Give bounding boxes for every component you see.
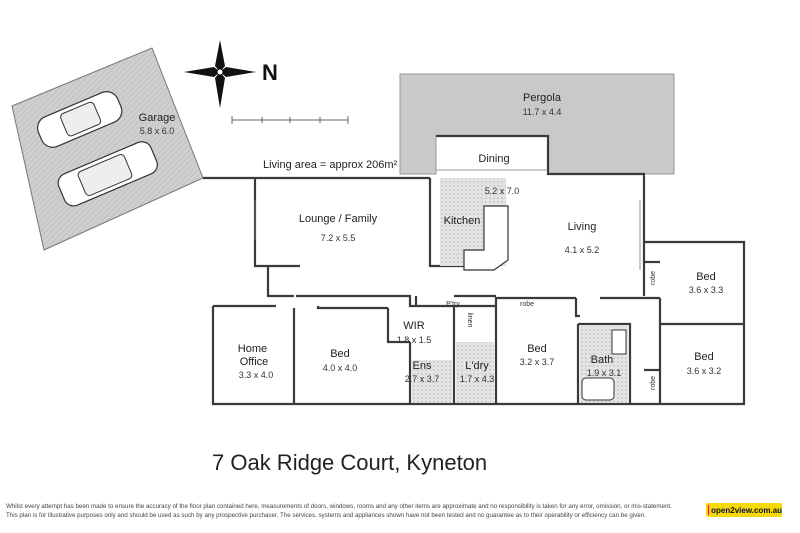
property-address: 7 Oak Ridge Court, Kyneton <box>212 450 488 475</box>
room-bath-name: Bath <box>591 354 614 366</box>
compass-north-label: N <box>262 60 278 85</box>
room-dining-name: Dining <box>478 153 509 165</box>
room-bath-dims: 1.9 x 3.1 <box>587 368 622 378</box>
pergola <box>399 73 675 175</box>
room-wir-name: WIR <box>403 320 424 332</box>
compass-rose-icon <box>184 40 256 108</box>
room-lounge-name: Lounge / Family <box>299 213 378 225</box>
room-pergola-dims: 11.7 x 4.4 <box>523 107 562 117</box>
room-bed-mid-name: Bed <box>527 343 547 355</box>
vanity <box>611 329 627 355</box>
garage <box>11 47 204 251</box>
room-bed-mid-dims: 3.2 x 3.7 <box>520 357 555 367</box>
room-bed-main-name: Bed <box>330 348 350 360</box>
room-bed-ne-name: Bed <box>696 271 716 283</box>
room-living-name: Living <box>568 221 597 233</box>
room-bed-se-name: Bed <box>694 351 714 363</box>
logo-text: open2view.com.au <box>711 505 782 515</box>
room-ens-name: Ens <box>413 360 432 372</box>
disclaimer-line-2: This plan is for illustrative purposes o… <box>6 512 646 519</box>
room-dining-dims: 5.2 x 7.0 <box>485 186 520 196</box>
room-robe-se-name: robe <box>650 376 657 390</box>
room-home-office-line-1: Home <box>238 343 267 355</box>
room-bed-se-dims: 3.6 x 3.2 <box>687 366 722 376</box>
scale-bar <box>231 116 349 124</box>
walls <box>203 134 746 406</box>
disclaimer-line-1: Whilst every attempt has been made to en… <box>6 503 672 510</box>
ldry-floor <box>456 342 494 403</box>
room-pergola-name: Pergola <box>523 92 562 104</box>
living-area-label: Living area = approx 206m² <box>263 159 398 171</box>
room-robe-mid-name: robe <box>520 301 534 308</box>
room-garage-name: Garage <box>139 112 176 124</box>
room-wir-dims: 1.8 x 1.5 <box>397 335 432 345</box>
room-ens-dims: 2.7 x 3.7 <box>405 374 440 384</box>
room-lounge-dims: 7.2 x 5.5 <box>321 233 356 243</box>
room-bed-main-dims: 4.0 x 4.0 <box>323 363 358 373</box>
room-robe-ne-name: robe <box>650 271 657 285</box>
room-home-office-dims: 3.3 x 4.0 <box>239 370 274 380</box>
bathtub <box>581 377 615 401</box>
room-garage-dims: 5.8 x 6.0 <box>140 126 175 136</box>
room-ldry-name: L'dry <box>465 360 489 372</box>
ens-floor <box>411 360 453 403</box>
car-icon <box>57 141 158 207</box>
room-bed-ne-dims: 3.6 x 3.3 <box>689 285 724 295</box>
room-living-dims: 4.1 x 5.2 <box>565 245 600 255</box>
room-home-office-line-2: Office <box>240 356 269 368</box>
car-icon <box>37 91 123 148</box>
windows <box>254 169 641 270</box>
room-ptry-name: P'try <box>446 301 460 308</box>
disclaimer: Whilst every attempt has been made to en… <box>6 502 696 520</box>
kitchen-island <box>463 205 509 271</box>
room-linen-name: linen <box>466 313 473 328</box>
room-kitchen-name: Kitchen <box>444 215 481 227</box>
open2view-logo: open2view.com.au <box>706 503 782 517</box>
room-home-office-name: Home Office <box>238 343 270 368</box>
room-ldry-dims: 1.7 x 4.3 <box>460 374 495 384</box>
